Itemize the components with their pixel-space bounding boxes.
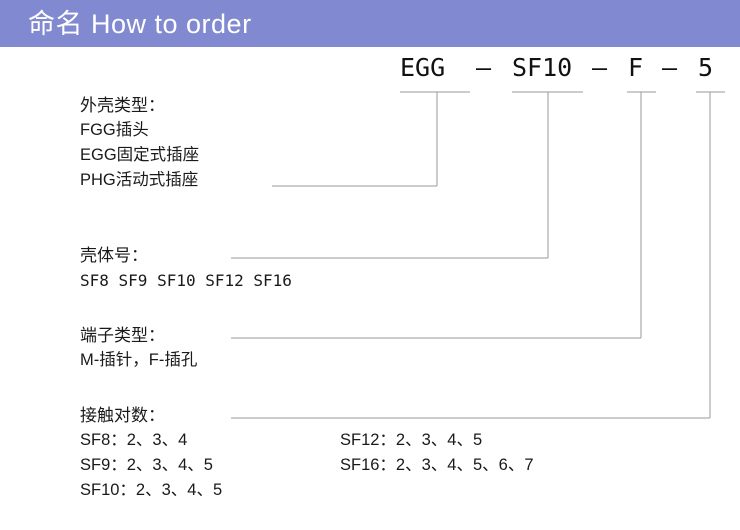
section-terminal-type-heading: 端子类型：	[80, 326, 165, 345]
section-contact-pairs-right-column: SF12：2、3、4、5 SF16：2、3、4、5、6、7	[340, 428, 534, 478]
section-contact-pairs-left-line-2: SF9：2、3、4、5	[80, 456, 213, 474]
section-contact-pairs-left-line-3: SF10：2、3、4、5	[80, 481, 223, 499]
section-contact-pairs-left-line-1: SF8：2、3、4	[80, 431, 188, 449]
leader-line-shell-size	[231, 91, 583, 259]
part-number-separator-1: –	[476, 53, 492, 82]
leader-line-contact-pairs	[231, 91, 725, 419]
part-number-separator-3: –	[662, 53, 678, 82]
section-shell-type-line-3: PHG活动式插座	[80, 171, 199, 189]
leader-line-terminal-type	[231, 91, 656, 339]
section-terminal-type-line-1: M-插针，F-插孔	[80, 351, 198, 369]
leader-line-shell-type	[272, 91, 470, 187]
part-number-row: EGG – SF10 – F – 5	[0, 52, 740, 86]
section-shell-type-line-2: EGG固定式插座	[80, 146, 200, 164]
section-shell-size-line-1: SF8 SF9 SF10 SF12 SF16	[80, 271, 292, 290]
part-number-segment-terminal-type: F	[628, 53, 644, 82]
part-number-segment-shell-type: EGG	[400, 53, 446, 82]
page-title: 命名 How to order	[28, 9, 252, 39]
part-number-segment-shell-size: SF10	[512, 53, 573, 82]
section-contact-pairs-right-line-2: SF16：2、3、4、5、6、7	[340, 456, 534, 474]
section-contact-pairs-heading: 接触对数：	[80, 406, 165, 425]
section-shell-type-line-1: FGG插头	[80, 121, 149, 139]
section-contact-pairs: 接触对数： SF8：2、3、4 SF9：2、3、4、5 SF10：2、3、4、5	[80, 403, 222, 503]
section-shell-type: 外壳类型： FGG插头 EGG固定式插座 PHG活动式插座	[80, 93, 199, 193]
page-header-bar: 命名 How to order	[0, 0, 740, 47]
section-shell-size-heading: 壳体号：	[80, 246, 148, 265]
section-shell-type-heading: 外壳类型：	[80, 96, 165, 115]
part-number-segment-contact-pairs: 5	[698, 53, 714, 82]
section-terminal-type: 端子类型： M-插针，F-插孔	[80, 323, 197, 373]
part-number-separator-2: –	[592, 53, 608, 82]
section-contact-pairs-right-line-1: SF12：2、3、4、5	[340, 431, 483, 449]
section-shell-size: 壳体号： SF8 SF9 SF10 SF12 SF16	[80, 243, 292, 293]
